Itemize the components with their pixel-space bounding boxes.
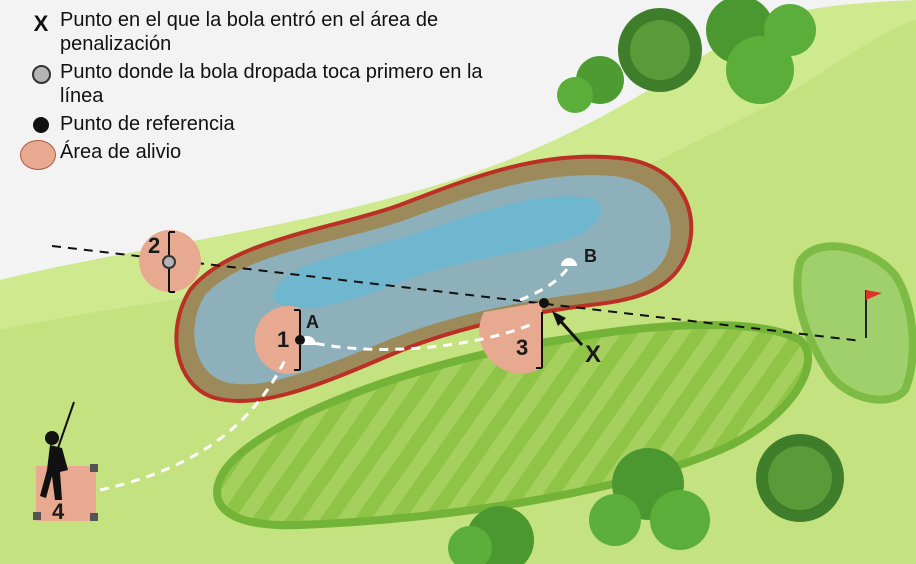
relief-area-1 — [254, 306, 300, 374]
x-marker-icon: X — [33, 11, 49, 36]
tree-group-top — [557, 0, 816, 113]
entry-point — [539, 298, 549, 308]
relief-area-3 — [479, 302, 542, 374]
point-b-label: B — [584, 246, 597, 266]
legend: X Punto en el que la bola entró en el ár… — [20, 8, 492, 174]
legend-drop-point-text: Punto donde la bola dropada toca primero… — [60, 61, 483, 107]
entry-arrowhead — [552, 311, 566, 326]
reference-point-1 — [295, 335, 305, 345]
ball-b — [561, 258, 577, 266]
putting-green — [793, 242, 916, 404]
point-a-label: A — [306, 312, 319, 332]
flag — [866, 290, 882, 300]
relief-area-icon — [20, 140, 56, 170]
ball-path-4 — [99, 359, 287, 492]
legend-reference-point: Punto de referencia — [22, 112, 492, 136]
tree-group-bottom — [448, 434, 844, 564]
ball-path-1 — [299, 323, 531, 351]
fairway — [213, 321, 813, 530]
club-lengths — [168, 231, 543, 371]
option-1-label: 1 — [277, 327, 289, 352]
legend-entry-point: X Punto en el que la bola entró en el ár… — [22, 8, 492, 56]
drop-point-2 — [162, 255, 176, 269]
tee-marker-bottom — [90, 513, 98, 521]
legend-drop-point: Punto donde la bola dropada toca primero… — [22, 60, 492, 108]
tee-marker-right — [90, 464, 98, 472]
tee-marker-left — [33, 512, 41, 520]
option-3-label: 3 — [516, 335, 528, 360]
entry-x-label: X — [585, 341, 601, 368]
option-4-label: 4 — [52, 499, 65, 524]
ball-path-b — [519, 264, 572, 302]
water — [272, 196, 601, 309]
legend-reference-point-text: Punto de referencia — [60, 113, 235, 135]
legend-relief-area: Área de alivio — [20, 140, 492, 170]
legend-entry-point-text: Punto en el que la bola entró en el área… — [60, 9, 439, 55]
golfer-icon — [40, 401, 75, 500]
option-2-label: 2 — [148, 233, 160, 258]
gray-circle-icon — [31, 65, 51, 84]
legend-relief-area-text: Área de alivio — [60, 141, 182, 163]
black-dot-icon — [33, 117, 49, 133]
